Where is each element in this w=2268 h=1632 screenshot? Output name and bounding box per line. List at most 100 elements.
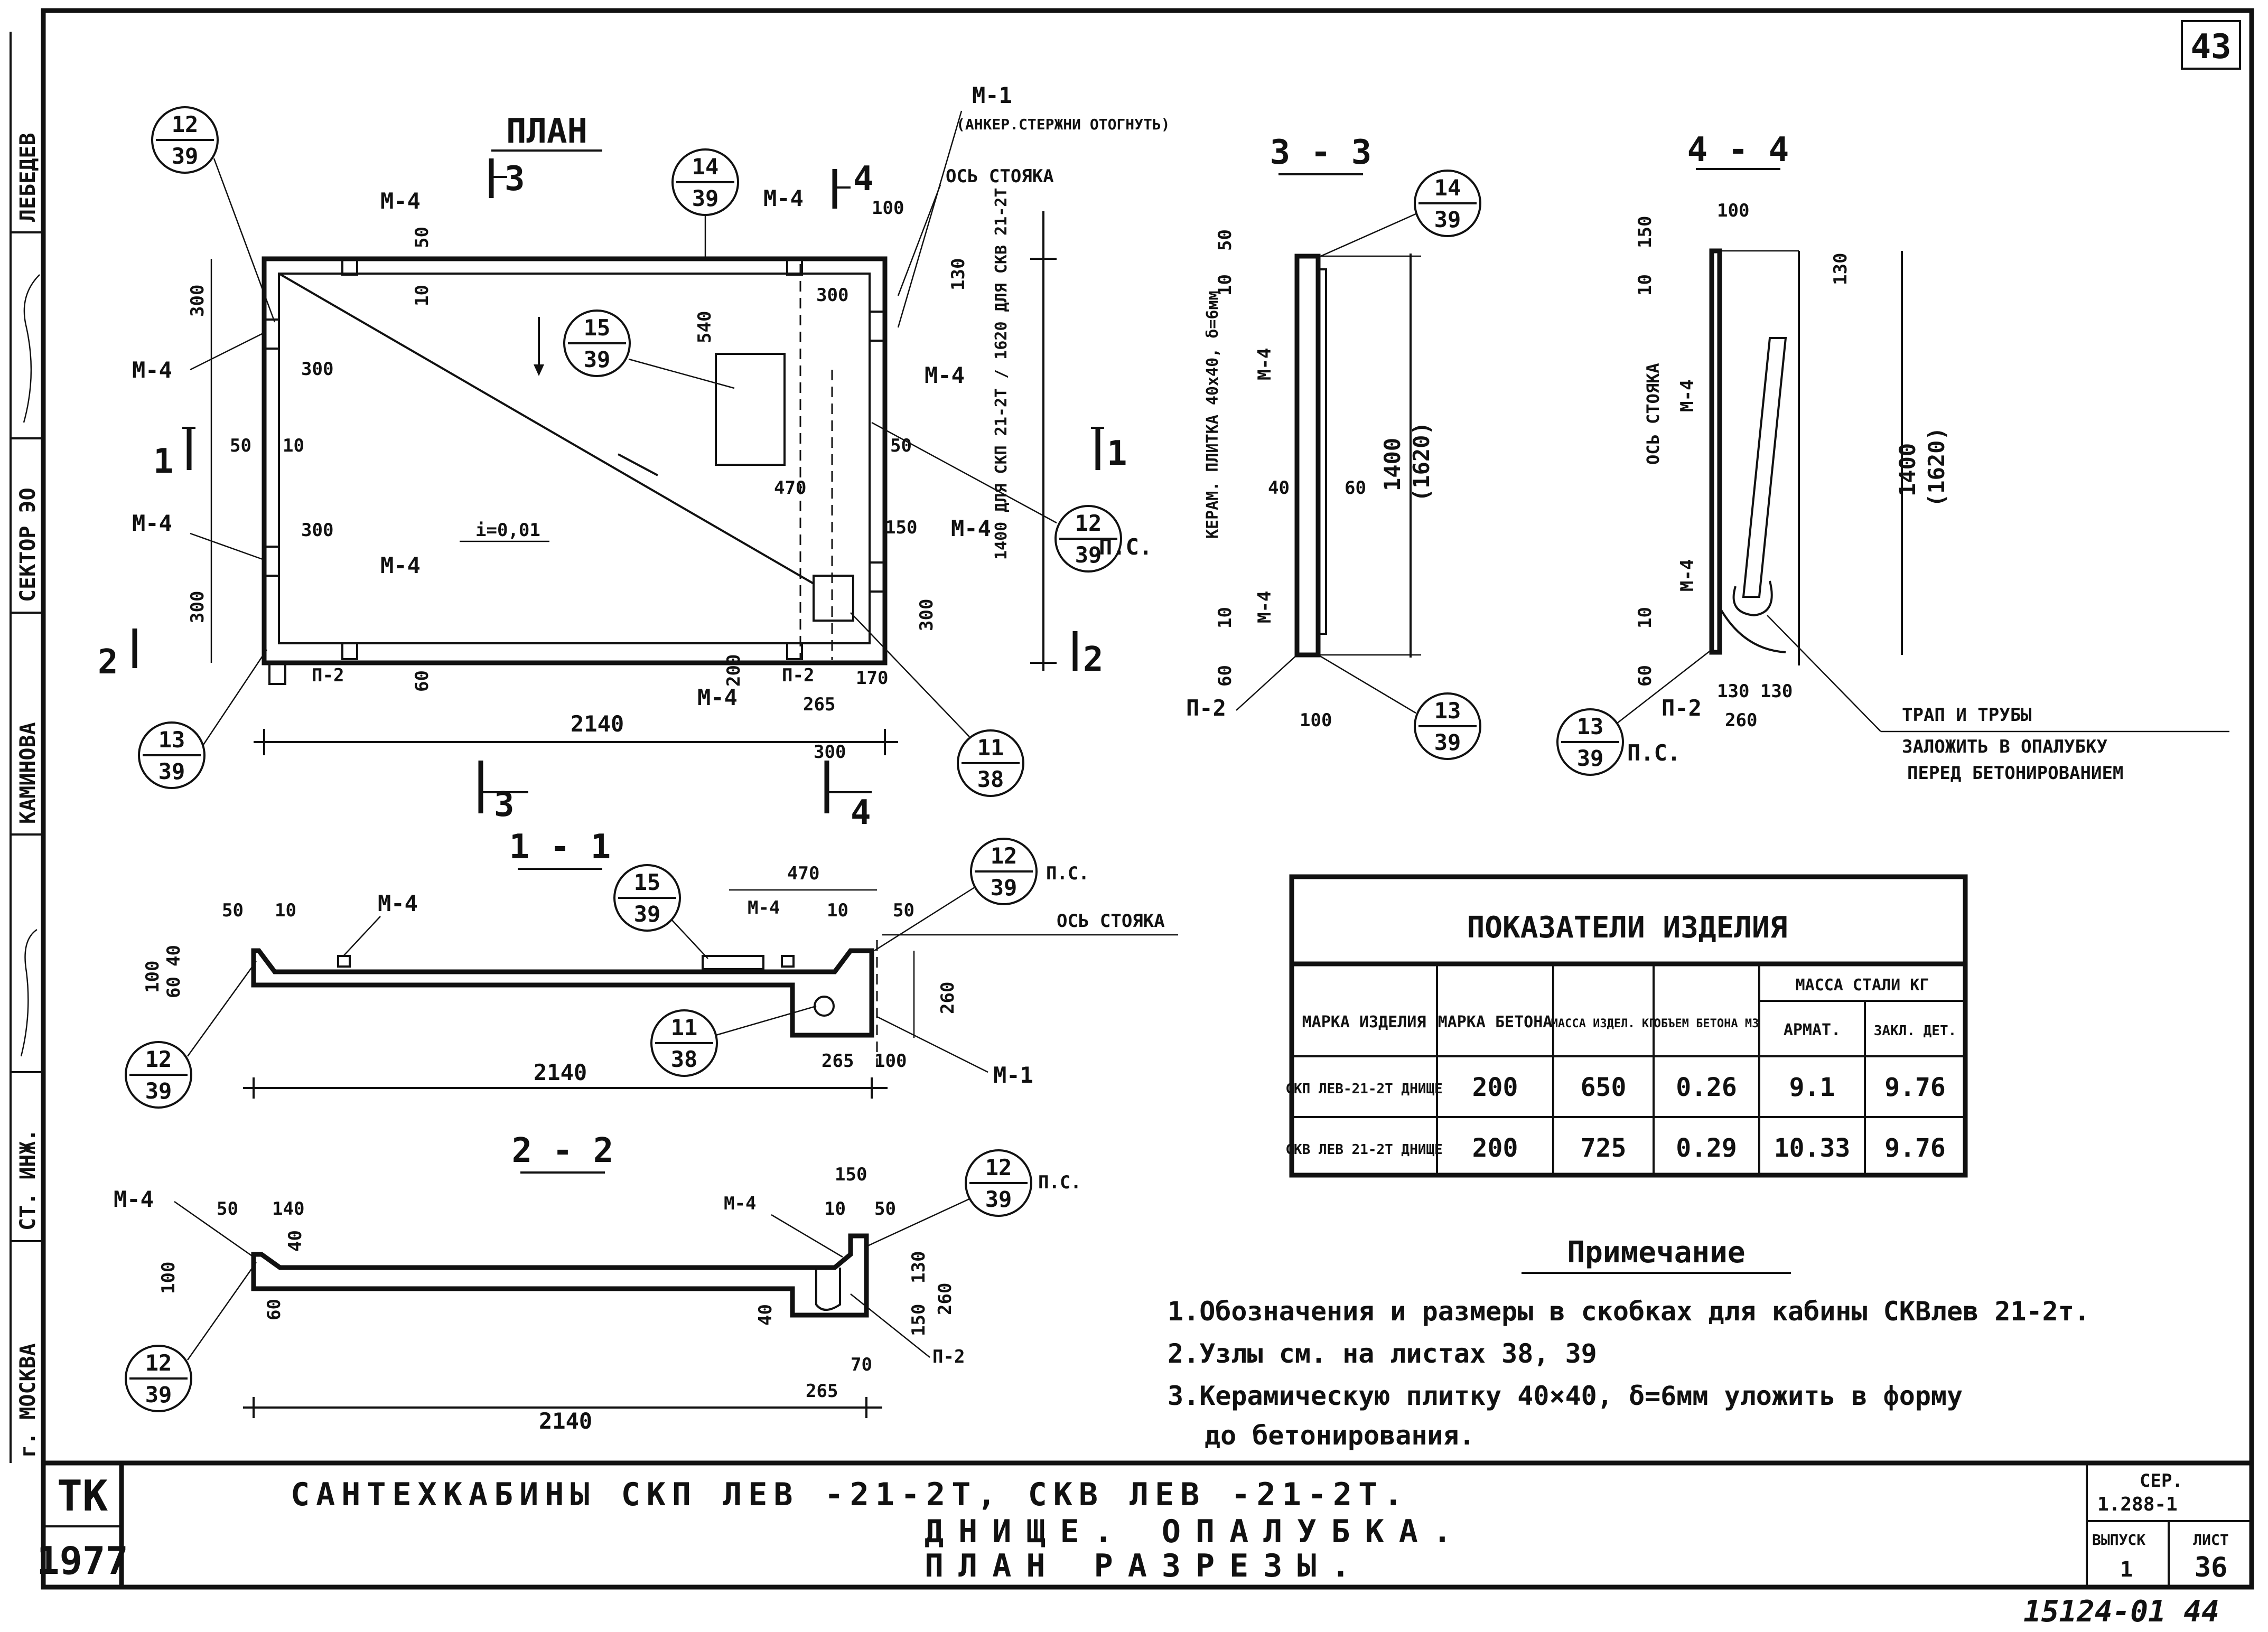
sec11-m4a: М-4 — [378, 890, 418, 916]
mark-4-top: 4 — [853, 160, 874, 199]
plan-slope: i=0,01 — [475, 520, 540, 541]
plan-dim-300e: 300 — [816, 285, 848, 306]
svg-text:12: 12 — [172, 111, 199, 137]
svg-text:38: 38 — [977, 766, 1004, 792]
svg-text:39: 39 — [692, 185, 719, 211]
row1-mark: СКП ЛЕВ-21-2Т ДНИЩЕ — [1285, 1081, 1442, 1097]
tb-line3: ПЛАН РАЗРЕЗЫ. — [925, 1547, 1365, 1584]
tb-sheet: 36 — [2195, 1552, 2228, 1583]
section-2-2: 2 - 2 2140 50 140 100 40 60 150 10 50 13… — [114, 1131, 1081, 1434]
callouts: 12 39 14 39 15 39 12 39 13 — [138, 106, 1122, 797]
callout-13-39-s44: 13 39 — [1556, 649, 1712, 776]
sec33-d40: 40 — [1268, 477, 1290, 499]
sec22-p2: П-2 — [932, 1346, 965, 1367]
sec44-note3: ПЕРЕД БЕТОНИРОВАНИЕМ — [1907, 763, 2123, 784]
sec44-d10a: 10 — [1635, 274, 1656, 296]
svg-text:39: 39 — [1577, 745, 1604, 771]
sec11-d100: 100 — [142, 961, 163, 993]
callout-13-39-plan: 13 39 — [138, 649, 268, 789]
callout-14-39-plan: 14 39 — [671, 148, 739, 259]
row2-concrete: 200 — [1472, 1133, 1518, 1163]
sec11-d265: 265 — [822, 1051, 854, 1072]
sec11-ps: П.С. — [1046, 863, 1089, 884]
section-3-3: 3 - 3 1400 (1620) КЕРАМ. ПЛИТКА 40х40, δ… — [1186, 133, 1481, 760]
note-2: 2.Узлы см. на листах 38, 39 — [1168, 1338, 1597, 1369]
mark-4-bottom: 4 — [851, 793, 871, 832]
sec22-d40b: 40 — [755, 1304, 776, 1326]
sec22-ps: П.С. — [1038, 1172, 1081, 1193]
plan-m4-e: М-4 — [380, 552, 421, 578]
sec33-d60a: 60 — [1345, 477, 1366, 499]
sec11-d2140: 2140 — [534, 1059, 587, 1085]
svg-text:39: 39 — [584, 346, 611, 372]
callout-15-39-s11: 15 39 — [613, 864, 708, 959]
svg-text:39: 39 — [145, 1078, 172, 1104]
tb-series: 1.288-1 — [2097, 1494, 2178, 1515]
sec22-m4b: М-4 — [724, 1193, 756, 1214]
sec44-ps: П.С. — [1627, 740, 1681, 766]
th-volume: ОБЪЕМ БЕТОНА М3 — [1654, 1017, 1759, 1030]
sec22-title: 2 - 2 — [512, 1131, 614, 1170]
stamp-moscow: г. МОСКВА — [16, 1343, 40, 1458]
sec22-d10: 10 — [824, 1198, 846, 1220]
row1-embedded: 9.76 — [1884, 1073, 1946, 1102]
callout-12-39-s11: 12 39 — [874, 838, 1038, 952]
sec22-d50b: 50 — [874, 1198, 896, 1220]
sec11-post-axis: ОСЬ СТОЯКА — [1057, 911, 1165, 932]
signature-mark — [20, 274, 40, 1057]
svg-text:39: 39 — [634, 901, 661, 927]
plan-dim-130: 130 — [948, 258, 969, 290]
sec11-d40: 40 — [163, 945, 184, 967]
mark-3-bottom: 3 — [494, 785, 515, 824]
svg-text:12: 12 — [145, 1046, 172, 1072]
archive-number: 15124-01 44 — [2023, 1595, 2219, 1629]
callout-13-39-s33: 13 39 — [1318, 654, 1481, 760]
sec22-d150b: 150 — [908, 1304, 929, 1336]
svg-text:12: 12 — [985, 1155, 1012, 1180]
sec33-d10b: 10 — [1215, 607, 1236, 629]
sec11-m1: М-1 — [993, 1062, 1033, 1088]
plan-dim-265: 265 — [803, 694, 835, 715]
plan-m4-c: М-4 — [132, 357, 172, 383]
sec44-d150: 150 — [1635, 216, 1656, 248]
svg-text:39: 39 — [991, 875, 1018, 901]
svg-text:12: 12 — [991, 843, 1018, 869]
table-row: СКВ ЛЕВ 21-2Т ДНИЩЕ 200 725 0.29 10.33 9… — [1285, 1133, 1946, 1163]
plan-dim-100: 100 — [872, 198, 904, 219]
row2-embedded: 9.76 — [1884, 1133, 1946, 1163]
sec33-m4b: М-4 — [1254, 591, 1275, 623]
sec22-d260: 260 — [935, 1283, 956, 1315]
svg-text:13: 13 — [158, 727, 185, 753]
sec44-m4b: М-4 — [1677, 559, 1698, 592]
plan-dim-470: 470 — [774, 477, 806, 499]
svg-text:12: 12 — [145, 1350, 172, 1376]
mark-2-right: 2 — [1083, 640, 1104, 679]
sec22-d130: 130 — [908, 1251, 929, 1283]
svg-text:15: 15 — [584, 315, 611, 341]
tb-issue-label: ВЫПУСК — [2092, 1531, 2145, 1549]
plan-dim-170: 170 — [856, 668, 888, 689]
sec44-dim-alt: (1620) — [1924, 427, 1949, 507]
plan-dim-50a: 50 — [230, 435, 251, 456]
svg-text:39: 39 — [985, 1186, 1012, 1212]
section-marks: 3 3 4 4 1 1 2 2 — [98, 158, 1127, 832]
tb-sheet-label: ЛИСТ — [2193, 1531, 2228, 1549]
sec33-d60b: 60 — [1215, 665, 1236, 687]
row2-volume: 0.29 — [1676, 1133, 1737, 1163]
plan-view: ПЛАН i=0,01 2140 — [98, 82, 1170, 832]
sec22-d265: 265 — [806, 1381, 838, 1402]
plan-p2-b: П-2 — [782, 665, 814, 686]
plan-m4-f: М-4 — [925, 362, 965, 388]
callout-11-38-plan: 11 38 — [850, 612, 1024, 797]
plan-dim-300g: 300 — [814, 742, 846, 763]
plan-title: ПЛАН — [506, 112, 587, 151]
table-row: СКП ЛЕВ-21-2Т ДНИЩЕ 200 650 0.26 9.1 9.7… — [1285, 1073, 1946, 1102]
sec22-d150: 150 — [835, 1164, 867, 1185]
plan-dim-300f: 300 — [916, 599, 937, 631]
sec22-d2140: 2140 — [539, 1408, 592, 1434]
note-1: 1.Обозначения и размеры в скобках для ка… — [1168, 1296, 2090, 1327]
svg-text:11: 11 — [671, 1015, 698, 1040]
sec33-d10a: 10 — [1215, 274, 1236, 296]
sec11-d260: 260 — [937, 982, 958, 1014]
svg-text:14: 14 — [692, 154, 719, 180]
